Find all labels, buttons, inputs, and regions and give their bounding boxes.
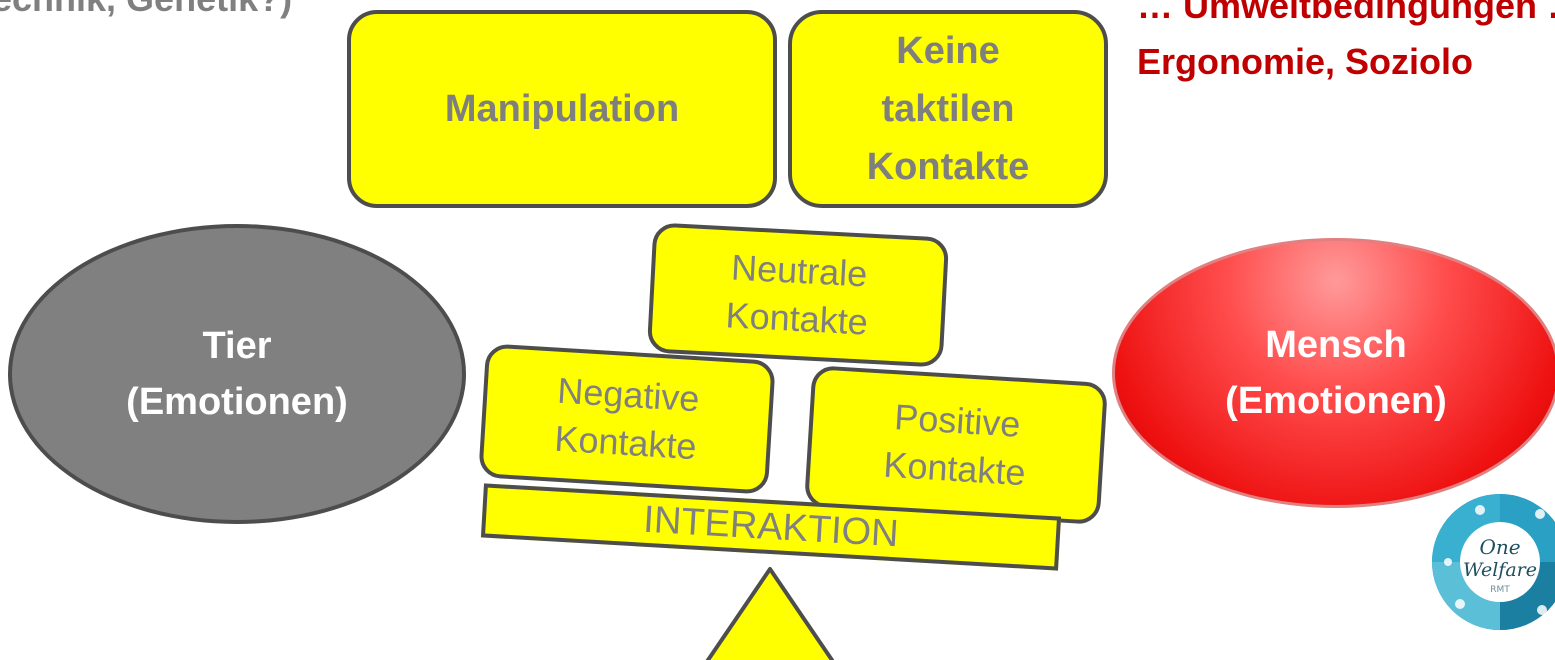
logo-text-welfare: Welfare — [1463, 559, 1537, 581]
negative-line-2: Kontakte — [553, 417, 698, 468]
keine-line-2: taktilen — [881, 88, 1015, 130]
neutrale-line-2: Kontakte — [724, 294, 869, 343]
keine-line-1: Keine — [896, 30, 1000, 72]
negative-line-1: Negative — [556, 369, 701, 420]
positive-line-2: Kontakte — [882, 443, 1027, 494]
manipulation-box: Manipulation — [347, 10, 777, 208]
tier-line-1: Tier — [202, 325, 272, 367]
top-left-heading: echnik, Genetik?) — [0, 0, 292, 20]
fulcrum-triangle — [705, 567, 835, 660]
positive-kontakte-box: Positive Kontakte — [803, 365, 1109, 525]
neutrale-kontakte-label: Neutrale Kontakte — [725, 243, 872, 346]
tier-label: Tier (Emotionen) — [126, 318, 348, 430]
positive-line-1: Positive — [893, 396, 1022, 445]
one-welfare-logo: One Welfare RMT — [1430, 492, 1555, 632]
one-welfare-logo-icon: One Welfare RMT — [1432, 494, 1555, 630]
neutrale-line-1: Neutrale — [730, 246, 869, 295]
tier-ellipse: Tier (Emotionen) — [8, 224, 466, 524]
positive-kontakte-label: Positive Kontakte — [882, 393, 1030, 497]
mensch-line-2: (Emotionen) — [1225, 380, 1447, 422]
tier-line-2: (Emotionen) — [126, 381, 348, 423]
negative-kontakte-box: Negative Kontakte — [478, 343, 776, 495]
top-right-heading-line2: Ergonomie, Soziolo — [1137, 41, 1474, 82]
interaktion-label: INTERAKTION — [642, 498, 900, 555]
negative-kontakte-label: Negative Kontakte — [553, 367, 701, 471]
keine-line-3: Kontakte — [866, 146, 1030, 188]
logo-text-rmt: RMT — [1490, 585, 1510, 595]
top-right-heading: … Umweltbedingungen … Ergonomie, Soziolo — [1137, 0, 1555, 90]
mensch-ellipse: Mensch (Emotionen) — [1112, 238, 1555, 508]
manipulation-label: Manipulation — [444, 88, 680, 130]
logo-text-one: One — [1479, 535, 1520, 559]
neutrale-kontakte-box: Neutrale Kontakte — [646, 222, 950, 368]
mensch-line-1: Mensch — [1265, 324, 1407, 366]
top-right-heading-line1: … Umweltbedingungen … — [1137, 0, 1555, 26]
mensch-label: Mensch (Emotionen) — [1225, 317, 1447, 429]
keine-taktilen-kontakte-box: Keine taktilen Kontakte — [788, 10, 1108, 208]
keine-taktilen-kontakte-label: Keine taktilen Kontakte — [867, 22, 1030, 196]
